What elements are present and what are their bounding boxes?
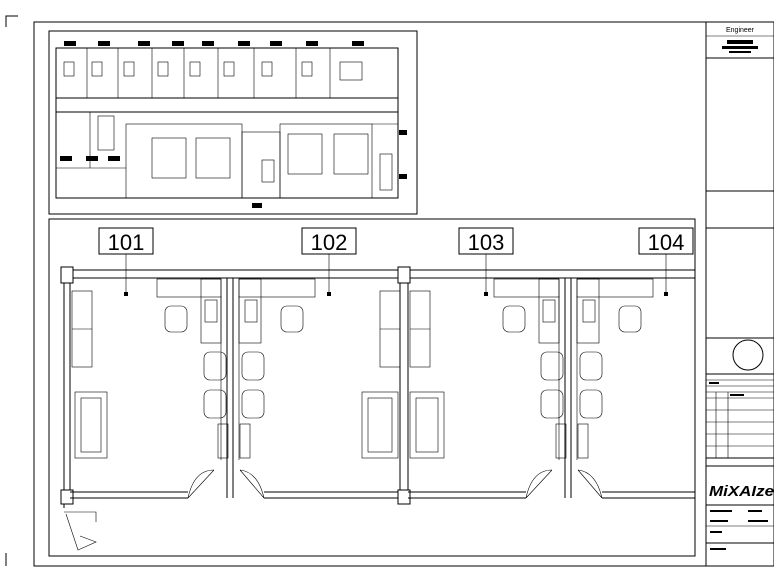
room-tag-104: 104	[638, 227, 694, 296]
enlarged-plan: 101 102 103 104	[48, 218, 696, 557]
revision-table	[706, 379, 774, 458]
room-number-label: 102	[311, 230, 348, 255]
chairs	[164, 305, 642, 419]
walls	[60, 266, 695, 508]
room-tag-103: 103	[458, 227, 514, 296]
lounge-seating	[74, 391, 445, 459]
sheet-crop-marks	[5, 15, 18, 566]
sheet-border	[33, 21, 774, 567]
title-block: Engineer MiXAIze	[706, 27, 774, 550]
key-plan	[48, 30, 418, 215]
room-tag-102: 102	[301, 227, 357, 296]
title-block-discipline: Engineer	[726, 27, 755, 34]
firm-logo: MiXAIze	[709, 483, 774, 500]
room-tag-101: 101	[98, 227, 154, 296]
desks	[200, 278, 600, 344]
room-number-label: 103	[468, 230, 505, 255]
storage-cabinets	[71, 290, 589, 459]
doors	[64, 469, 603, 551]
room-number-label: 101	[108, 230, 145, 255]
room-number-label: 104	[648, 230, 685, 255]
north-arrow-symbol	[732, 339, 764, 371]
